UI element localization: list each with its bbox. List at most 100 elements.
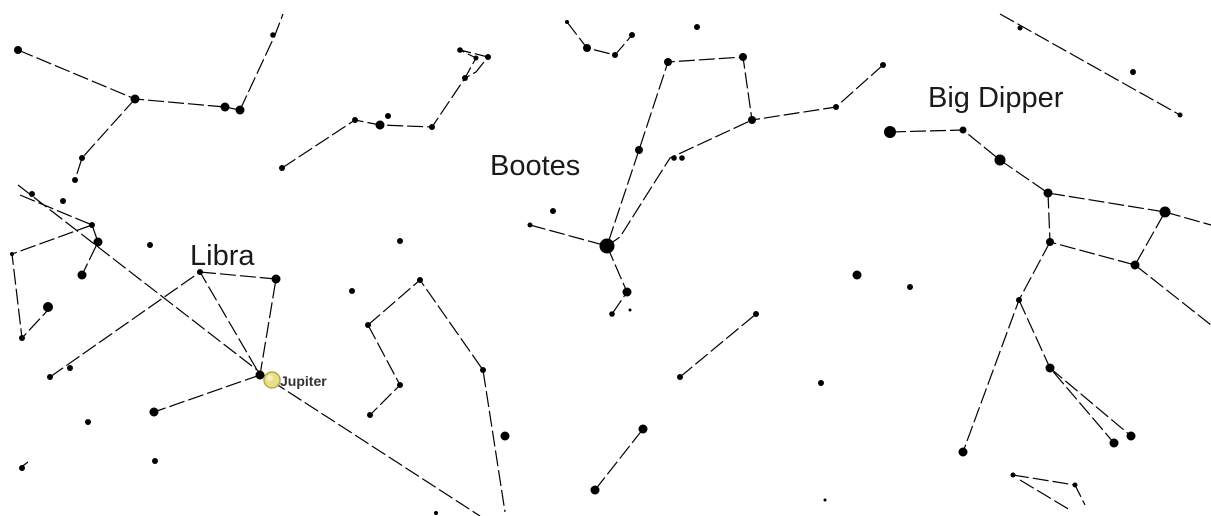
star — [1046, 364, 1055, 373]
star — [152, 458, 158, 464]
star — [629, 32, 635, 38]
star — [72, 177, 78, 183]
star — [748, 116, 756, 124]
star — [583, 44, 591, 52]
star — [60, 198, 66, 204]
star — [635, 146, 643, 154]
star — [485, 54, 491, 60]
star — [959, 448, 968, 457]
star — [131, 95, 140, 104]
constellation-line — [240, 14, 283, 110]
star — [664, 58, 672, 66]
star — [591, 486, 600, 495]
star — [623, 288, 632, 297]
star — [43, 302, 53, 312]
constellation-line — [12, 225, 92, 338]
star — [679, 155, 685, 161]
constellation-line — [1165, 212, 1211, 225]
star — [270, 32, 276, 38]
star — [367, 412, 373, 418]
star — [397, 382, 403, 388]
star — [1130, 69, 1136, 75]
star — [150, 408, 159, 417]
star — [434, 511, 438, 515]
star — [29, 191, 35, 197]
constellation-line — [1050, 368, 1131, 436]
star — [147, 242, 153, 248]
constellation-line — [963, 242, 1050, 452]
star — [853, 271, 862, 280]
star — [1016, 297, 1022, 303]
star — [94, 238, 103, 247]
star — [995, 155, 1006, 166]
star — [824, 499, 827, 502]
star — [501, 432, 510, 441]
libra-label: Libra — [190, 240, 255, 273]
star — [19, 335, 25, 341]
star — [279, 165, 285, 171]
star — [474, 56, 479, 61]
star — [256, 371, 265, 380]
star — [671, 155, 677, 161]
constellation-line — [1135, 265, 1211, 325]
star — [818, 380, 824, 386]
star — [753, 311, 759, 317]
star — [1131, 261, 1140, 270]
star — [67, 365, 73, 371]
star — [417, 277, 423, 283]
constellation-line — [607, 57, 883, 246]
star — [1127, 432, 1136, 441]
star — [1178, 113, 1183, 118]
constellation-line — [1020, 480, 1070, 510]
star — [612, 52, 618, 58]
constellation-line — [890, 130, 1165, 265]
star — [1110, 439, 1119, 448]
star — [1046, 238, 1054, 246]
bootes-label: Bootes — [490, 150, 580, 183]
constellation-line — [567, 22, 632, 55]
star — [376, 121, 385, 130]
star — [960, 127, 967, 134]
star — [85, 419, 91, 425]
constellation-line — [595, 429, 643, 490]
constellation-line — [282, 50, 488, 168]
star — [78, 271, 87, 280]
star — [639, 425, 648, 434]
constellation-line — [50, 272, 276, 377]
constellation-line — [75, 99, 135, 180]
star — [739, 53, 747, 61]
constellation-line — [680, 314, 756, 377]
star — [19, 465, 25, 471]
star — [1160, 207, 1171, 218]
star — [1073, 483, 1078, 488]
star — [221, 103, 230, 112]
star — [1011, 473, 1016, 478]
constellation-line — [18, 50, 240, 110]
big-dipper-label: Big Dipper — [928, 82, 1063, 115]
star — [1018, 26, 1023, 31]
star — [47, 374, 53, 380]
star — [10, 252, 14, 256]
star — [79, 155, 85, 161]
star — [14, 46, 22, 54]
star — [833, 104, 839, 110]
star — [352, 117, 358, 123]
constellation-line — [1019, 300, 1114, 443]
constellation-line — [20, 195, 98, 275]
star — [609, 311, 615, 317]
star — [677, 374, 683, 380]
star — [629, 309, 632, 312]
star — [907, 284, 913, 290]
star — [272, 275, 281, 284]
star — [236, 106, 245, 115]
jupiter-planet-highlight — [267, 375, 273, 381]
jupiter-label: Jupiter — [280, 373, 327, 389]
star — [600, 239, 615, 254]
star — [1044, 189, 1053, 198]
star — [884, 126, 896, 138]
star — [694, 24, 700, 30]
constellation-line — [368, 325, 400, 415]
star — [550, 208, 556, 214]
star — [462, 75, 468, 81]
